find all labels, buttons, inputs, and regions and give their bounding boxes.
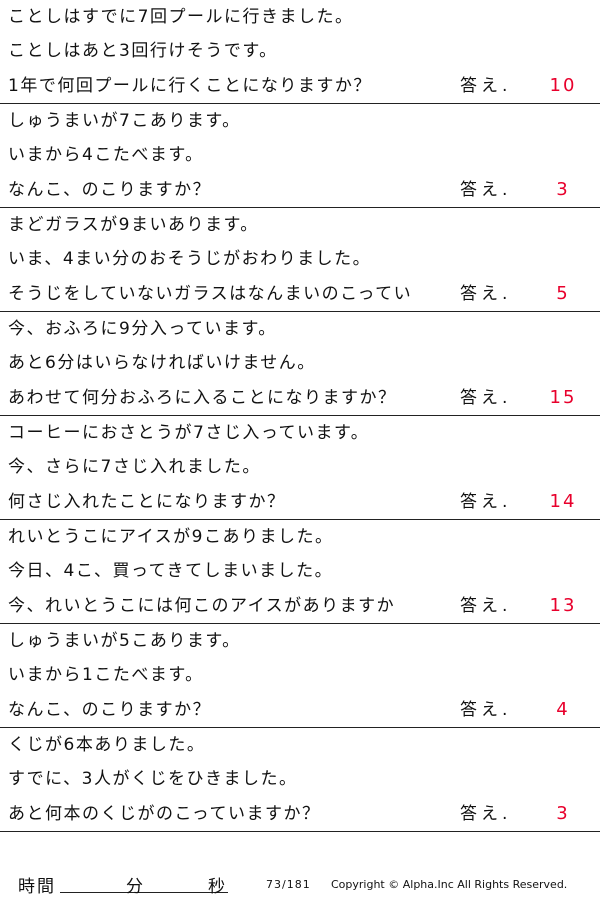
problem-line-1: コーヒーにおさとうが7さじ入っています。 <box>8 423 370 443</box>
problem-line-2: いまから4こたべます。 <box>8 145 204 165</box>
problem-question: 1年で何回プールに行くことになりますか？ <box>8 75 372 97</box>
answer-value: 15 <box>549 387 577 408</box>
problem-line-1: ことしはすでに7回プールに行きました。 <box>8 7 354 27</box>
problem-line-1: しゅうまいが5こあります。 <box>8 631 241 651</box>
question-text: 今、れいとうこには何このアイスがありますか <box>8 596 396 616</box>
problem-line-1: しゅうまいが7こあります。 <box>8 111 241 131</box>
question-text: あと何本のくじがのこっていますか？ <box>8 804 321 824</box>
answer-value: 10 <box>549 75 577 96</box>
problem-line-1: れいとうこにアイスが9こありました。 <box>8 527 334 547</box>
problem-question: そうじをしていないガラスはなんまいのこってい <box>8 283 412 305</box>
problem-line-2: 今、さらに7さじ入れました。 <box>8 457 261 477</box>
time-label: 時間 <box>18 877 56 897</box>
answer-label: 答え. <box>458 75 512 97</box>
problem-6: れいとうこにアイスが9こありました。 今日、4こ、買ってきてしまいました。 今、… <box>0 520 600 624</box>
problem-1: ことしはすでに7回プールに行きました。 ことしはあと3回行けそうです。 1年で何… <box>0 0 600 104</box>
question-text: 何さじ入れたことになりますか？ <box>8 492 286 512</box>
question-text: そうじをしていないガラスはなんまいのこってい <box>8 284 413 304</box>
answer-label: 答え. <box>458 179 512 201</box>
time-underline <box>60 892 228 893</box>
seconds-label: 秒 <box>208 877 225 897</box>
problem-list: ことしはすでに7回プールに行きました。 ことしはあと3回行けそうです。 1年で何… <box>0 0 600 832</box>
problem-line-1: 今、おふろに9分入っています。 <box>8 319 277 339</box>
answer-value: 3 <box>556 803 570 824</box>
answer-value: 5 <box>556 283 570 304</box>
problem-question: 何さじ入れたことになりますか？ <box>8 491 286 513</box>
problem-question: あと何本のくじがのこっていますか？ <box>8 803 320 825</box>
question-text: 1年で何回プールに行くことになりますか？ <box>8 76 372 96</box>
problem-7: しゅうまいが5こあります。 いまから1こたべます。 なんこ、のこりますか？ 答え… <box>0 624 600 728</box>
minutes-label: 分 <box>126 877 143 897</box>
problem-question: あわせて何分おふろに入ることになりますか？ <box>8 387 397 409</box>
problem-3: まどガラスが9まいあります。 いま、4まい分のおそうじがおわりました。 そうじを… <box>0 208 600 312</box>
answer-label: 答え. <box>458 387 512 409</box>
question-text: なんこ、のこりますか？ <box>8 180 212 200</box>
problem-4: 今、おふろに9分入っています。 あと6分はいらなければいけません。 あわせて何分… <box>0 312 600 416</box>
footer: 時間 分 秒 73/181 Copyright © Alpha.Inc All … <box>0 872 600 897</box>
problem-line-2: いま、4まい分のおそうじがおわりました。 <box>8 249 372 269</box>
problem-line-2: ことしはあと3回行けそうです。 <box>8 41 278 61</box>
problem-line-2: あと6分はいらなければいけません。 <box>8 353 316 373</box>
problem-line-2: すでに、3人がくじをひきました。 <box>8 769 298 789</box>
copyright-text: Copyright © Alpha.Inc All Rights Reserve… <box>331 878 568 891</box>
answer-label: 答え. <box>458 803 512 825</box>
answer-value: 4 <box>556 699 570 720</box>
page-number: 73/181 <box>266 878 311 891</box>
problem-5: コーヒーにおさとうが7さじ入っています。 今、さらに7さじ入れました。 何さじ入… <box>0 416 600 520</box>
answer-label: 答え. <box>458 595 512 617</box>
problem-8: くじが6本ありました。 すでに、3人がくじをひきました。 あと何本のくじがのこっ… <box>0 728 600 832</box>
answer-value: 14 <box>549 491 577 512</box>
answer-value: 3 <box>556 179 570 200</box>
problem-line-2: いまから1こたべます。 <box>8 665 204 685</box>
problem-2: しゅうまいが7こあります。 いまから4こたべます。 なんこ、のこりますか？ 答え… <box>0 104 600 208</box>
answer-label: 答え. <box>458 699 512 721</box>
problem-line-1: くじが6本ありました。 <box>8 735 206 755</box>
answer-value: 13 <box>549 595 577 616</box>
question-text: あわせて何分おふろに入ることになりますか？ <box>8 388 397 408</box>
problem-question: なんこ、のこりますか？ <box>8 179 211 201</box>
problem-question: 今、れいとうこには何このアイスがありますか <box>8 595 395 617</box>
answer-label: 答え. <box>458 283 512 305</box>
problem-question: なんこ、のこりますか？ <box>8 699 211 721</box>
problem-line-1: まどガラスが9まいあります。 <box>8 215 259 235</box>
problem-line-2: 今日、4こ、買ってきてしまいました。 <box>8 561 334 581</box>
answer-label: 答え. <box>458 491 512 513</box>
question-text: なんこ、のこりますか？ <box>8 700 212 720</box>
